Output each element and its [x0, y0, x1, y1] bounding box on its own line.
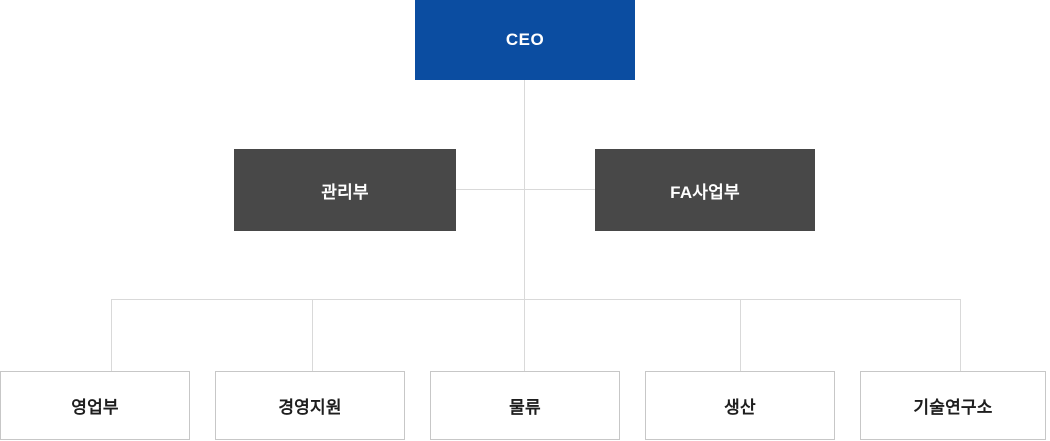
node-tech-research: 기술연구소	[860, 371, 1046, 440]
node-management-support: 경영지원	[215, 371, 405, 440]
node-management-dept: 관리부	[234, 149, 456, 231]
node-production: 생산	[645, 371, 835, 440]
connector-drop-management-support	[312, 300, 313, 371]
node-sales-dept: 영업부	[0, 371, 190, 440]
connector-drop-tech-research	[960, 300, 961, 371]
node-fa-business-dept: FA사업부	[595, 149, 815, 231]
connector-drop-production	[740, 300, 741, 371]
connector-ceo-vertical	[524, 80, 525, 371]
node-logistics: 물류	[430, 371, 620, 440]
connector-dept-horizontal	[456, 189, 595, 190]
connector-drop-sales	[111, 300, 112, 371]
connector-crossbar	[111, 299, 961, 300]
node-ceo: CEO	[415, 0, 635, 80]
